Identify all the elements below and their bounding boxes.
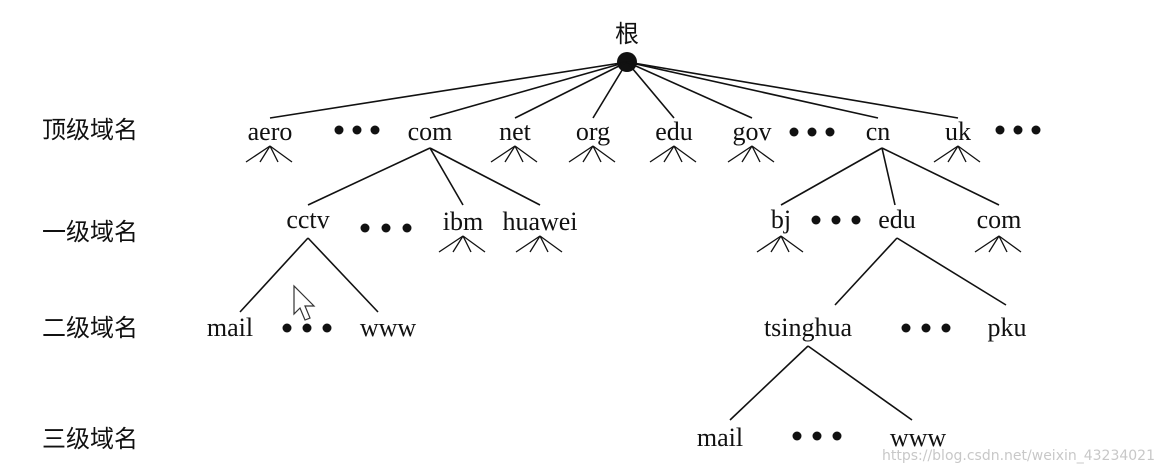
node-ibm: ibm (443, 207, 483, 236)
ellipsis-second-2 (811, 215, 861, 225)
fan-cn-com (974, 235, 1022, 253)
fan-bj (756, 235, 804, 253)
fan-org (568, 145, 616, 163)
ellipsis-third-1 (282, 323, 332, 333)
level-label-third: 二级域名 (42, 314, 138, 342)
fan-gov (727, 145, 775, 163)
ellipsis-fourth-1 (792, 431, 842, 441)
ellipsis-top-1 (334, 125, 380, 135)
node-aero: aero (248, 117, 293, 146)
com-edges (307, 147, 541, 206)
node-uk: uk (945, 117, 971, 146)
node-tsinghua: tsinghua (764, 313, 853, 342)
node-pku: pku (988, 313, 1027, 342)
node-bj: bj (771, 205, 791, 234)
level-label-fourth: 三级域名 (42, 425, 138, 453)
node-cn-edu: edu (878, 205, 916, 234)
level-label-top: 顶级域名 (42, 116, 138, 144)
edge-root-com (429, 61, 628, 119)
edge-root-org (592, 61, 628, 119)
node-org: org (576, 117, 610, 146)
cctv-edges (239, 237, 379, 313)
fan-aero (245, 145, 293, 163)
edge-root-gov (626, 61, 753, 119)
node-cctv: cctv (286, 205, 329, 234)
fan-net (490, 145, 538, 163)
edge-root-cn (626, 61, 879, 119)
root-edges (269, 61, 959, 119)
fan-ibm (438, 235, 486, 253)
ellipsis-top-3 (995, 125, 1041, 135)
node-tsinghua-mail: mail (697, 423, 743, 452)
ellipsis-top-2 (789, 127, 835, 137)
watermark: https://blog.csdn.net/weixin_43234021 (882, 448, 1155, 464)
node-huawei: huawei (502, 207, 577, 236)
level-label-second: 一级域名 (42, 218, 138, 246)
fan-edu (649, 145, 697, 163)
cn-edges (780, 147, 1000, 206)
node-cn-com: com (977, 205, 1022, 234)
node-net: net (499, 117, 532, 146)
fan-uk (933, 145, 981, 163)
tsinghua-edges (729, 345, 913, 421)
node-gov: gov (733, 117, 772, 146)
fan-huawei (515, 235, 563, 253)
edge-root-aero (269, 61, 628, 119)
cn-edu-edges (834, 237, 1007, 306)
edge-root-uk (626, 61, 959, 119)
node-com: com (408, 117, 453, 146)
node-edu: edu (655, 117, 693, 146)
edge-root-edu (626, 61, 675, 119)
edge-root-net (514, 61, 628, 119)
node-cctv-www: www (360, 313, 417, 342)
ellipsis-third-2 (901, 323, 951, 333)
node-tsinghua-www: www (890, 423, 947, 452)
node-cctv-mail: mail (207, 313, 253, 342)
ellipsis-second-1 (360, 223, 412, 233)
mouse-cursor-icon (293, 284, 316, 321)
node-cn: cn (866, 117, 891, 146)
root-label: 根 (615, 20, 639, 48)
